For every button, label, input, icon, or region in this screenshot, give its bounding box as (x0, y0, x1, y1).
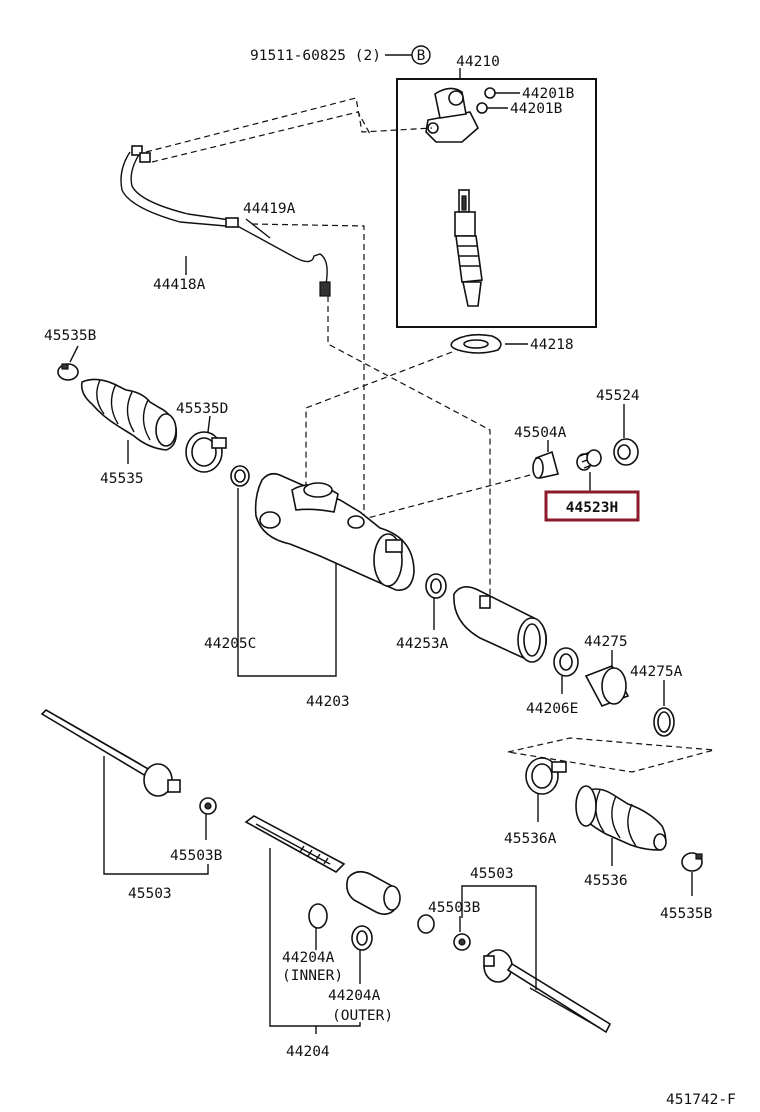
label-44201b-b[interactable]: 44201B (510, 101, 563, 117)
label-45524[interactable]: 45524 (596, 388, 640, 404)
seal-44204a-inner-part[interactable] (308, 903, 328, 929)
label-44203[interactable]: 44203 (306, 694, 350, 710)
pinion-shaft-part[interactable] (454, 189, 483, 307)
label-44275[interactable]: 44275 (584, 634, 628, 650)
spring-44523h-part[interactable] (576, 449, 602, 471)
lock-washer-left-part[interactable] (199, 797, 217, 815)
gasket-part[interactable] (450, 333, 502, 354)
label-44204a-outer-sub[interactable]: (OUTER) (332, 1008, 393, 1024)
label-45536[interactable]: 45536 (584, 873, 628, 889)
label-44204a-outer[interactable]: 44204A (328, 988, 381, 1004)
valve-body-part[interactable] (425, 87, 479, 143)
valve-group-box (396, 78, 597, 328)
bushing-44275-part[interactable] (584, 664, 630, 708)
label-45535d[interactable]: 45535D (176, 401, 228, 417)
ring-44275a-part[interactable] (653, 707, 675, 737)
diagram-code: 451742-F (666, 1092, 736, 1108)
boot-45536-part[interactable] (575, 785, 667, 851)
label-44218[interactable]: 44218 (530, 337, 574, 353)
label-44253a[interactable]: 44253A (396, 636, 449, 652)
clamp-45535b-left-part[interactable] (57, 363, 79, 381)
label-44523h[interactable]: 44523H (566, 500, 618, 516)
label-45503-right[interactable]: 45503 (470, 866, 514, 882)
tie-rod-left-part[interactable] (40, 709, 181, 797)
cap-45524-part[interactable] (613, 438, 639, 466)
rack-end-part[interactable] (417, 914, 435, 934)
oring-44206e-part[interactable] (553, 647, 579, 677)
bolt-callout-letter: B (417, 48, 426, 64)
nut-icon-a[interactable] (484, 87, 520, 99)
label-45535[interactable]: 45535 (100, 471, 144, 487)
seal-44204a-outer-part[interactable] (351, 925, 373, 951)
label-45503-left[interactable]: 45503 (128, 886, 172, 902)
label-45503b-left[interactable]: 45503B (170, 848, 223, 864)
clamp-45535d-part[interactable] (185, 431, 227, 473)
tie-rod-right-part[interactable] (483, 949, 612, 1034)
label-44201b-a[interactable]: 44201B (522, 86, 575, 102)
label-44419a[interactable]: 44419A (243, 201, 296, 217)
rack-piston-part[interactable] (346, 870, 401, 916)
clamp-45535b-right-part[interactable] (681, 852, 703, 872)
pressure-tube-lines[interactable] (120, 145, 331, 297)
label-44210[interactable]: 44210 (456, 54, 500, 70)
label-44204a-inner-sub[interactable]: (INNER) (282, 968, 343, 984)
label-45503b-right[interactable]: 45503B (428, 900, 481, 916)
label-45536a[interactable]: 45536A (504, 831, 557, 847)
label-44418a[interactable]: 44418A (153, 277, 206, 293)
label-91511-60825[interactable]: 91511-60825 (2) (250, 48, 381, 64)
bolt-callout-circle (411, 45, 431, 65)
seal-44205c-part[interactable] (230, 465, 250, 487)
rack-housing-part[interactable] (254, 472, 415, 591)
label-44206e[interactable]: 44206E (526, 701, 578, 717)
bushing-45504a-part[interactable] (532, 450, 559, 479)
label-44275a[interactable]: 44275A (630, 664, 683, 680)
nut-icon-b[interactable] (476, 102, 508, 114)
label-45504a[interactable]: 45504A (514, 425, 567, 441)
seal-44253a-part[interactable] (425, 573, 447, 599)
clamp-45536a-part[interactable] (525, 757, 567, 795)
label-44205c[interactable]: 44205C (204, 636, 256, 652)
label-45535b-right[interactable]: 45535B (660, 906, 713, 922)
label-45535b-left[interactable]: 45535B (44, 328, 97, 344)
label-44204[interactable]: 44204 (286, 1044, 330, 1060)
rack-tube-right-part[interactable] (453, 586, 548, 663)
boot-45535-part[interactable] (80, 378, 178, 451)
highlight-frame (544, 490, 640, 522)
rack-bar-part[interactable] (244, 815, 346, 873)
label-44204a-inner[interactable]: 44204A (282, 950, 335, 966)
lock-washer-right-part[interactable] (453, 933, 471, 951)
